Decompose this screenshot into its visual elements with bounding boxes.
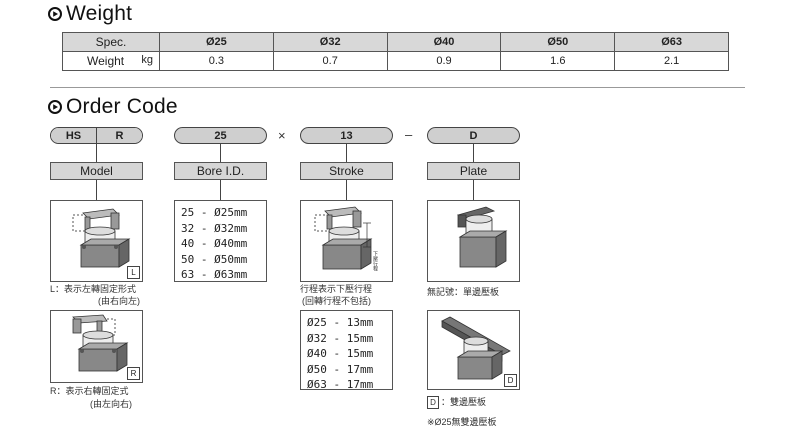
weight-value: 2.1 xyxy=(614,51,729,71)
size-header: Ø50 xyxy=(500,32,616,52)
swing-clamp-stroke-icon xyxy=(314,206,373,270)
stroke-note-2: (回轉行程不包括) xyxy=(302,296,371,306)
stroke-item: Ø25 - 13mm xyxy=(307,316,374,329)
code-pill-bore: 25 xyxy=(174,127,267,144)
order-code-title: Order Code xyxy=(66,95,178,118)
stroke-item: Ø40 - 15mm xyxy=(307,347,374,360)
weight-value: 0.7 xyxy=(272,51,388,71)
weight-value: 1.6 xyxy=(500,51,616,71)
swing-clamp-right-icon xyxy=(72,314,129,372)
times-separator: × xyxy=(278,128,286,143)
code-model-direction: R xyxy=(96,128,142,143)
weight-value: 0.9 xyxy=(386,51,502,71)
stroke-item: Ø32 - 15mm xyxy=(307,331,374,345)
plate-D-tag: D xyxy=(504,374,517,387)
model-L-tag: L xyxy=(127,266,140,279)
bore-list: 25 - Ø25mm 32 - Ø32mm 40 - Ø40mm 50 - Ø5… xyxy=(174,200,267,282)
plate-D-warning: ※Ø25無雙邊壓板 xyxy=(427,417,497,427)
size-header: Ø40 xyxy=(386,32,502,52)
connector-line xyxy=(96,180,97,200)
model-R-figure: R xyxy=(50,310,143,383)
code-model-series: HS xyxy=(51,128,96,143)
weight-unit: kg xyxy=(141,54,153,66)
bore-item: 32 - Ø32mm xyxy=(181,221,248,235)
double-plate-clamp-icon xyxy=(441,316,511,380)
column-label-plate: Plate xyxy=(427,162,520,180)
bore-item: 25 - Ø25mm xyxy=(181,206,248,219)
size-header: Ø32 xyxy=(272,32,388,52)
code-pill-model: HS R xyxy=(50,127,143,144)
plate-single-figure xyxy=(427,200,520,282)
plate-double-figure: D xyxy=(427,310,520,390)
weight-heading: Weight xyxy=(48,3,132,24)
size-header: Ø25 xyxy=(159,32,274,52)
stroke-figure: 下壓行程 xyxy=(300,200,393,282)
stroke-list: Ø25 - 13mm Ø32 - 15mm Ø40 - 15mm Ø50 - 1… xyxy=(300,310,393,391)
stroke-note: 行程表示下壓行程 xyxy=(300,284,373,294)
model-L-figure: L xyxy=(50,200,143,282)
play-circle-icon xyxy=(48,6,62,21)
plate-D-note-text: ：雙邊壓板 xyxy=(441,397,487,407)
dash-separator: – xyxy=(405,127,413,142)
weight-table-row: Weight kg 0.3 0.7 0.9 1.6 2.1 xyxy=(62,51,729,71)
column-label-model: Model xyxy=(50,162,143,180)
plate-D-note: D：雙邊壓板 xyxy=(427,396,487,410)
weight-value: 0.3 xyxy=(159,51,274,71)
weight-label: Weight xyxy=(87,54,125,68)
plate-single-note: 無記號：單邊壓板 xyxy=(427,287,500,297)
code-pill-plate: D xyxy=(427,127,520,144)
connector-line xyxy=(96,144,97,162)
bore-item: 63 - Ø63mm xyxy=(181,268,248,281)
plate-D-badge: D xyxy=(427,396,439,410)
weight-table: Spec. Ø25 Ø32 Ø40 Ø50 Ø63 Weight kg 0.3 … xyxy=(62,32,729,71)
bore-item: 40 - Ø40mm xyxy=(181,237,248,250)
connector-line xyxy=(220,144,221,162)
connector-line xyxy=(346,144,347,162)
model-R-tag: R xyxy=(127,367,140,380)
stroke-item: Ø63 - 17mm xyxy=(307,378,374,391)
stroke-item: Ø50 - 17mm xyxy=(307,362,374,376)
model-L-note: L：表示左轉固定形式 xyxy=(50,284,137,294)
model-L-note-2: (由右向左) xyxy=(98,296,140,306)
column-label-stroke: Stroke xyxy=(300,162,393,180)
model-R-note-2: (由左向右) xyxy=(90,399,132,409)
code-pill-stroke: 13 xyxy=(300,127,393,144)
stroke-figure-label: 下壓行程 xyxy=(372,251,378,271)
connector-line xyxy=(473,180,474,200)
connector-line xyxy=(346,180,347,200)
single-plate-clamp-icon xyxy=(456,206,508,268)
swing-clamp-left-icon xyxy=(72,208,131,268)
weight-table-header-row: Spec. Ø25 Ø32 Ø40 Ø50 Ø63 xyxy=(62,32,729,52)
weight-row-label: Weight kg xyxy=(62,51,160,71)
order-code-heading: Order Code xyxy=(48,96,178,117)
connector-line xyxy=(473,144,474,162)
bore-item: 50 - Ø50mm xyxy=(181,252,248,266)
size-header: Ø63 xyxy=(614,32,729,52)
spec-header: Spec. xyxy=(62,32,160,52)
section-divider xyxy=(50,87,745,88)
connector-line xyxy=(220,180,221,200)
column-label-bore: Bore I.D. xyxy=(174,162,267,180)
play-circle-icon xyxy=(48,99,62,114)
model-R-note: R：表示右轉固定式 xyxy=(50,386,129,396)
weight-title: Weight xyxy=(66,2,133,25)
